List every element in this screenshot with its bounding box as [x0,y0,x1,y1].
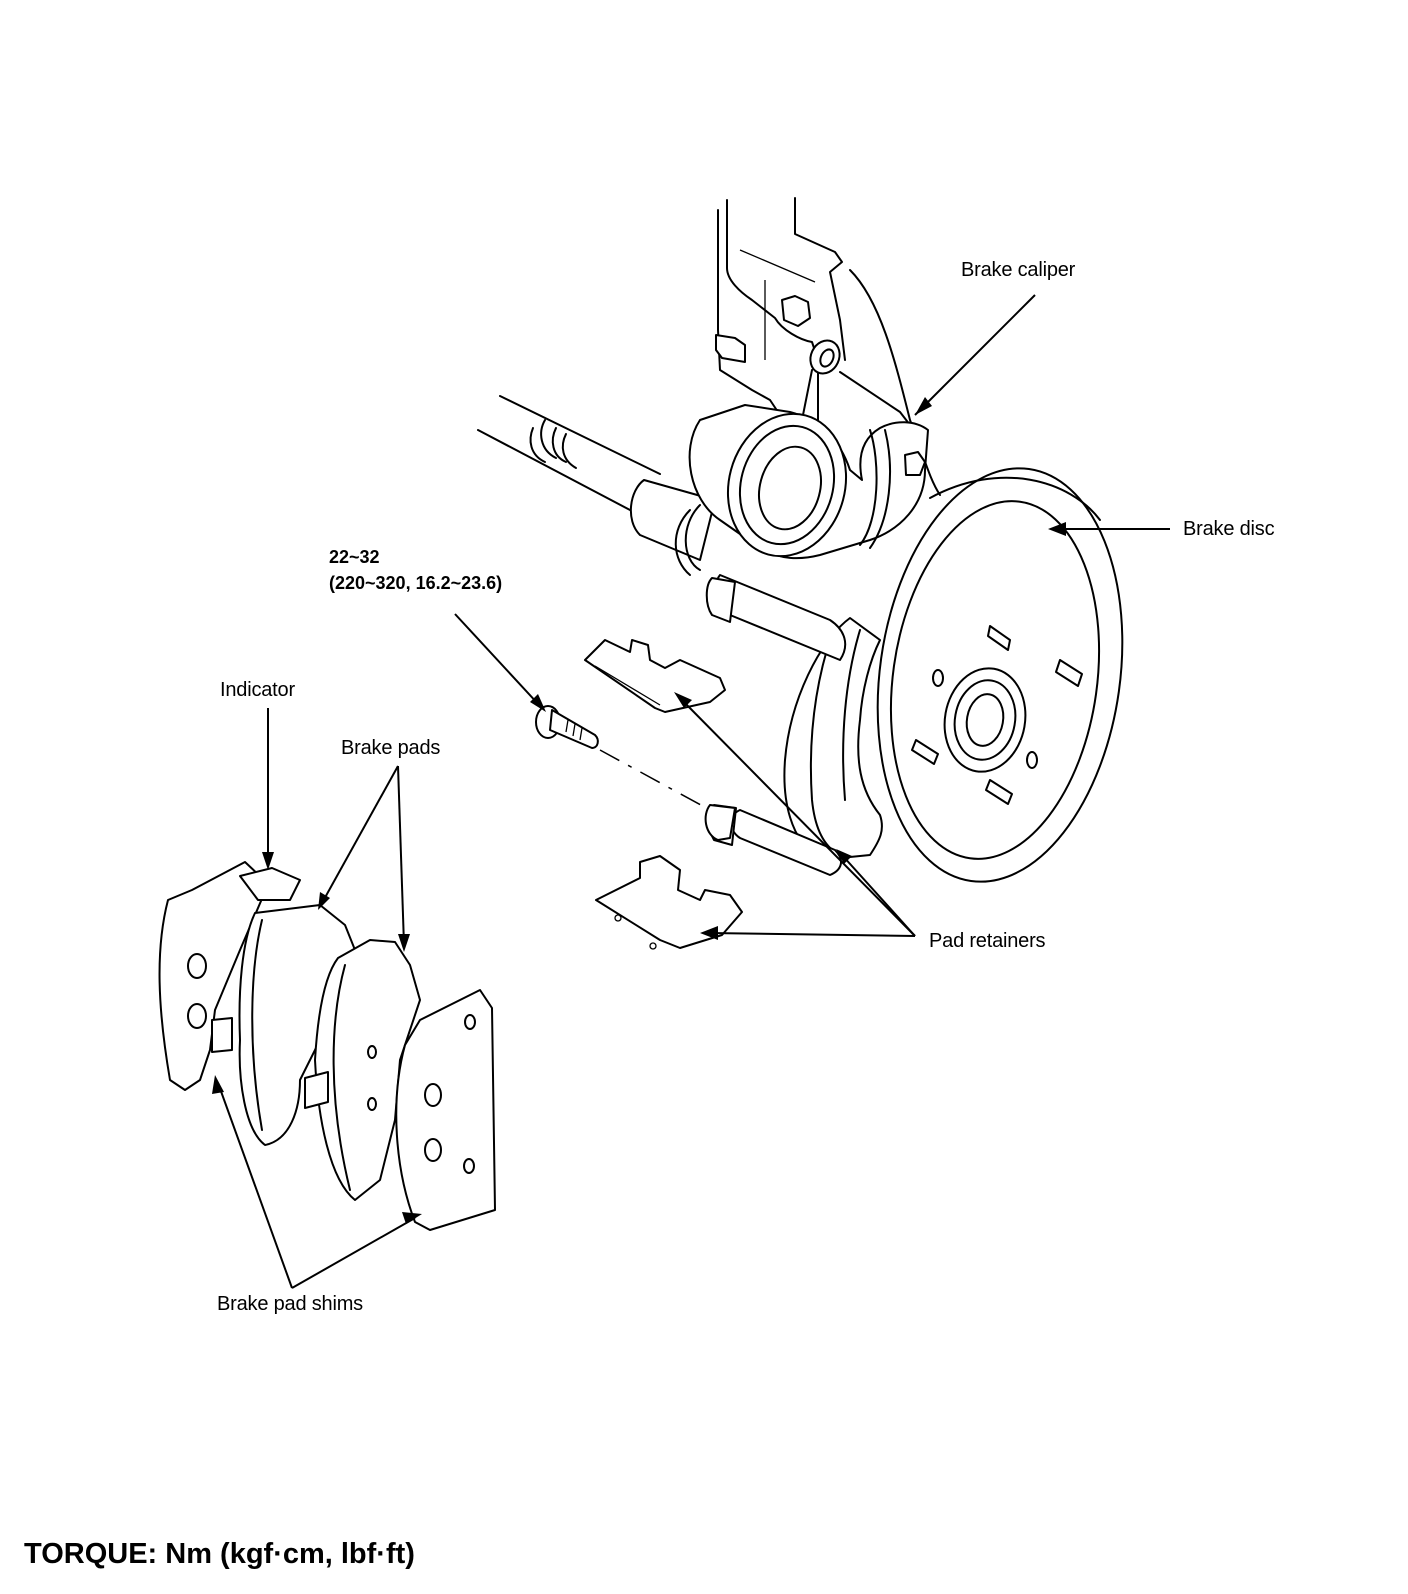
brake-pad-shim-inner [395,989,496,1231]
arrowheads [212,397,1066,1224]
brake-disc [876,467,1124,883]
label-brake-pad-shims: Brake pad shims [217,1293,363,1315]
brake-caliper [688,404,929,560]
label-brake-pads: Brake pads [341,737,441,759]
label-brake-disc: Brake disc [1183,518,1275,540]
leader-brake-pads-2 [397,765,405,946]
leader-pad-retainer-mid [841,854,916,937]
leader-brake-caliper [914,294,1036,416]
pad-retainer-lower [595,855,743,950]
caliper-bracket [705,574,883,876]
torque-spec-nm: 22~32 [329,547,380,567]
guide-bolt [535,705,736,841]
strut-knuckle [715,197,941,496]
brake-pad-outer [211,867,356,1146]
leader-lines [217,294,1170,1289]
drive-shaft [477,395,716,576]
torque-units-footer: TORQUE: Nm (kgf·cm, lbf·ft) [24,1538,415,1570]
brake-pad-shim-outer [158,861,271,1091]
brake-pad-inner [304,939,421,1201]
label-pad-retainers: Pad retainers [929,930,1046,952]
leader-torque-bolt [454,613,541,707]
leader-brake-pads-1 [321,765,399,904]
torque-spec-alt-units: (220~320, 16.2~23.6) [329,573,503,593]
leader-shim-2 [291,1217,416,1289]
leader-shim-1 [217,1082,293,1289]
label-brake-caliper: Brake caliper [961,259,1076,281]
label-indicator: Indicator [220,679,295,701]
leader-pad-retainer-lower [707,932,916,937]
leader-pad-retainer-upper [679,697,916,937]
pad-retainer-upper [584,639,726,713]
